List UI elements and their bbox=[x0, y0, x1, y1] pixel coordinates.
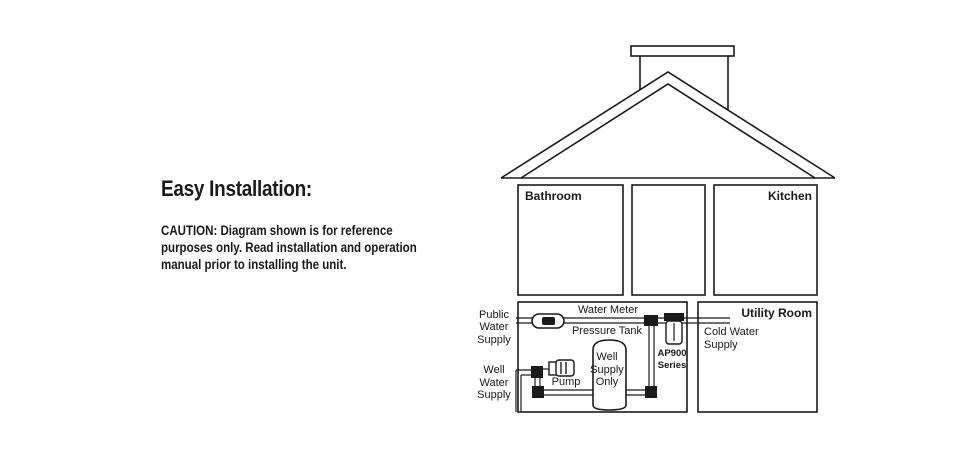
filter-model-line: Series bbox=[658, 360, 687, 371]
well-water-supply-label: Well Water Supply bbox=[477, 364, 511, 401]
water-meter bbox=[531, 313, 565, 329]
water-meter-label: Water Meter bbox=[578, 304, 638, 316]
pressure-tank bbox=[592, 339, 627, 411]
pressure-tank-label: Pressure Tank bbox=[572, 325, 643, 337]
utility-room-label: Utility Room bbox=[741, 306, 812, 320]
roof bbox=[500, 71, 836, 179]
ap900-filter bbox=[664, 313, 684, 345]
public-water-supply-line: Water bbox=[480, 321, 509, 333]
public-water-supply-line: Public bbox=[479, 309, 509, 321]
well-supply-only-line: Well bbox=[596, 351, 617, 363]
middle-room bbox=[631, 184, 706, 296]
utility-room bbox=[697, 301, 818, 413]
kitchen-label: Kitchen bbox=[768, 189, 812, 203]
page-title: Easy Installation: bbox=[161, 176, 312, 201]
kitchen-room bbox=[713, 184, 818, 296]
public-water-supply-line: Supply bbox=[477, 334, 511, 346]
caution-text: CAUTION: Diagram shown is for reference … bbox=[161, 223, 417, 272]
cold-water-supply-line: Supply bbox=[704, 339, 738, 351]
well-supply-only-label: Well Supply Only bbox=[590, 351, 624, 388]
chimney bbox=[630, 45, 735, 114]
public-water-supply-label: Public Water Supply bbox=[477, 309, 511, 346]
filter-model-label: AP900 Series bbox=[657, 348, 686, 371]
well-supply-only-line: Only bbox=[596, 376, 619, 388]
pipe-fittings bbox=[531, 315, 658, 398]
well-supply-only-line: Supply bbox=[590, 364, 624, 376]
well-water-supply-line: Supply bbox=[477, 389, 511, 401]
pump bbox=[548, 359, 575, 377]
well-water-supply-line: Well bbox=[483, 364, 504, 376]
filter-model-line: AP900 bbox=[657, 348, 686, 359]
cold-water-supply-label: Cold Water Supply bbox=[704, 326, 759, 351]
cold-water-supply-line: Cold Water bbox=[704, 326, 759, 338]
bathroom-label: Bathroom bbox=[525, 189, 582, 203]
basement-room bbox=[517, 301, 688, 413]
well-water-supply-line: Water bbox=[480, 377, 509, 389]
bathroom-room bbox=[517, 184, 624, 296]
pump-label: Pump bbox=[552, 376, 581, 388]
